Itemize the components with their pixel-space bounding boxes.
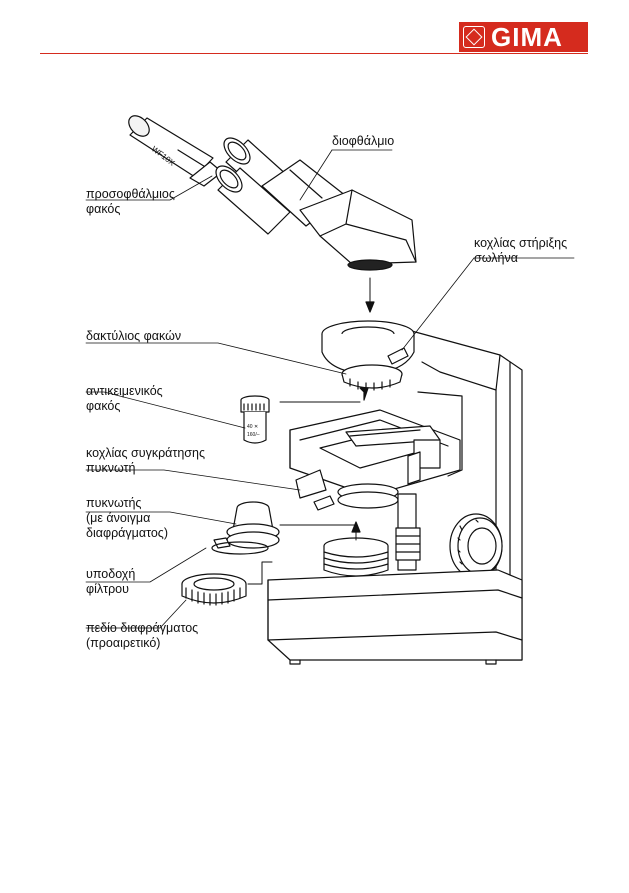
- objective-marking-2: 160/–: [247, 432, 260, 438]
- filter-holder-drawing: [211, 541, 269, 555]
- objective-marking-1: 40 ✕: [247, 424, 258, 430]
- leader-lines: [85, 149, 575, 629]
- logo-text: GIMA: [491, 22, 563, 52]
- objective-drawing: 40 ✕ 160/–: [240, 395, 270, 444]
- eyepiece-drawing: WF10X: [128, 115, 223, 187]
- label-nosepiece: δακτύλιος φακών: [86, 329, 182, 343]
- label-tube-screw: κοχλίας στήριξης σωλήνα: [474, 236, 568, 265]
- field-diaphragm-drawing: [181, 573, 247, 606]
- label-objective: αντικειμενικός φακός: [86, 384, 163, 413]
- condenser-drawing: [213, 501, 280, 549]
- binocular-head-drawing: [215, 137, 417, 271]
- label-binocular-head: διοφθάλμιο: [332, 134, 395, 148]
- label-filter-holder: υποδοχή φίλτρου: [86, 567, 136, 596]
- label-condenser: πυκνωτής (με άνοιγμα διαφράγματος): [86, 496, 168, 540]
- label-eyepiece: προσοφθάλμιος φακός: [86, 187, 175, 216]
- logo-emblem-icon: [463, 26, 485, 48]
- label-field-diaphragm: πεδίο διαφράγματος (προαιρετικό): [86, 621, 199, 650]
- label-condenser-screw: κοχλίας συγκράτησης πυκνωτή: [86, 446, 205, 475]
- microscope-stand: [267, 320, 523, 665]
- header-rule: [40, 53, 588, 54]
- gima-logo: GIMA: [459, 22, 588, 52]
